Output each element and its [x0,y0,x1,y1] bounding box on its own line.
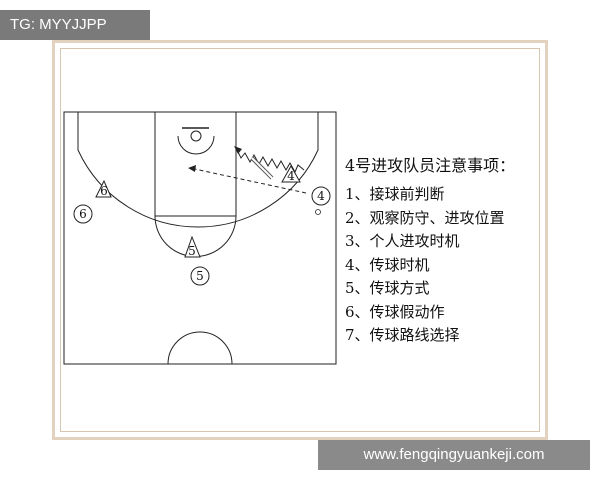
note-item: 3、个人进攻时机 [345,232,460,250]
free-throw-lane [154,111,237,217]
pass-arrowhead [188,165,196,172]
defender-triangle-4 [281,164,301,183]
note-item: 1、接球前判断 [345,185,445,203]
notes-title: 4号进攻队员注意事项： [345,156,516,175]
notes-panel: 4号进攻队员注意事项： 1、接球前判断 2、观察防守、进攻位置 3、个人进攻时机… [345,152,545,348]
diagram-inner-frame [60,48,540,432]
basket-hoop [190,130,202,142]
center-circle [167,331,233,365]
defender-label-4: 4 [287,169,295,183]
restricted-area-arc [177,135,215,155]
note-item: 2、观察防守、进攻位置 [345,208,505,227]
attacker-label-5: 5 [196,269,204,283]
dribble-arrowhead [234,146,242,154]
attacker-circle-6 [73,204,93,224]
defender-label-5: 5 [188,244,196,258]
attacker-label-6: 6 [79,207,87,221]
diagram-frame [52,40,548,440]
attacker-label-4: 4 [317,189,325,203]
defender-label-6: 6 [100,184,108,198]
ball-icon [315,209,321,215]
watermark-tag: TG: MYYJJPP [0,10,150,40]
pass-path-dashed [189,167,307,194]
note-item: 6、传球假动作 [345,302,445,321]
dribble-path-zigzag [235,147,305,174]
three-point-line [77,112,319,228]
note-item: 4、传球时机 [345,255,430,274]
note-item: 5、传球方式 [345,279,430,297]
attacker-circle-5 [190,266,210,286]
defender-triangle-6 [95,179,112,198]
court-boundary [63,111,337,365]
note-item: 7、传球路线选择 [345,326,460,344]
defender-triangle-5 [184,235,201,258]
attacker-circle-4 [311,186,331,206]
website-url-banner: www.fengqingyuankeji.com [318,440,590,470]
